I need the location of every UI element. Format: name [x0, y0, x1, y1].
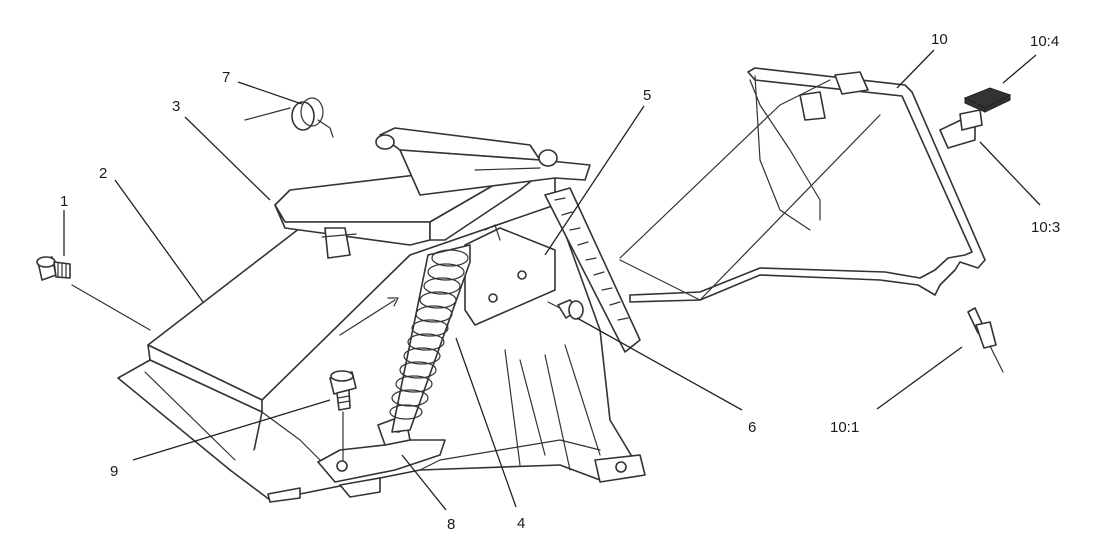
callout-labels: 1 2 3 4 5 6 7 8 9 10 10:1 10:3 10:4	[60, 31, 1060, 533]
callout-10: 10	[931, 31, 948, 48]
part-4-spring	[389, 244, 471, 433]
part-1-bolt	[36, 256, 151, 331]
callout-10-1: 10:1	[830, 419, 859, 436]
part-10-4-rubber-pad	[963, 87, 1012, 113]
part-7-spring-clip	[244, 97, 334, 138]
callout-7: 7	[222, 69, 230, 86]
callout-10-3: 10:3	[1031, 219, 1060, 236]
upper-pedal-bar	[375, 127, 591, 196]
callout-6: 6	[748, 419, 756, 436]
callout-8: 8	[447, 516, 455, 533]
part-10-3-clip	[959, 109, 983, 131]
leader-lines	[63, 49, 1041, 511]
part-10-1-rivet	[967, 307, 1004, 373]
callout-2: 2	[99, 165, 107, 182]
callout-4: 4	[517, 515, 525, 532]
part-9-bolt	[329, 370, 357, 461]
callout-9: 9	[110, 463, 118, 480]
callout-10-4: 10:4	[1030, 33, 1059, 50]
callout-5: 5	[643, 87, 651, 104]
part-6-bolt	[547, 299, 584, 320]
callout-3: 3	[172, 98, 180, 115]
part-10-bail-wire	[619, 67, 986, 303]
ladder-arm	[544, 187, 641, 353]
part-5-hinge-plate	[464, 224, 556, 326]
callout-1: 1	[60, 193, 68, 210]
